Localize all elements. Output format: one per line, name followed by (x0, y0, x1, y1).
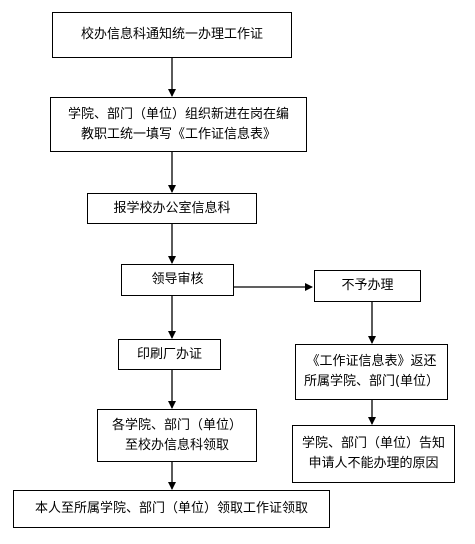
step-final-receive-text: 本人至所属学院、部门（单位）领取工作证领取 (34, 501, 308, 516)
step-collect-card-line2: 至校办信息科领取 (124, 437, 229, 453)
step-notify-text: 校办信息科通知统一办理工作证 (80, 27, 263, 42)
step-report-office-text: 报学校办公室信息科 (113, 200, 231, 216)
step-leader-review-text: 领导审核 (151, 272, 204, 287)
step-collect-card: 各学院、部门（单位） 至校办信息科领取 (97, 409, 257, 462)
reject-return-form-line1: 《工作证信息表》返还 (306, 354, 437, 369)
step-notify: 校办信息科通知统一办理工作证 (52, 12, 292, 58)
reject-return-form-line2: 所属学院、部门(单位） (303, 374, 440, 389)
step-collect-card-line1: 各学院、部门（单位） (111, 417, 242, 433)
step-fill-form-line2: 教职工统一填写《工作证信息表》 (80, 126, 276, 142)
step-fill-form-line1: 学院、部门（单位）组织新进在岗在编 (67, 106, 289, 122)
reject-inform-reason-line1: 学院、部门（单位）告知 (301, 436, 445, 451)
step-fill-form: 学院、部门（单位）组织新进在岗在编 教职工统一填写《工作证信息表》 (50, 97, 307, 152)
reject-no-process: 不予办理 (314, 270, 421, 302)
step-print-card-text: 印刷厂办证 (136, 346, 202, 362)
step-final-receive: 本人至所属学院、部门（单位）领取工作证领取 (13, 490, 330, 528)
reject-return-form: 《工作证信息表》返还 所属学院、部门(单位） (295, 344, 448, 400)
reject-no-process-text: 不予办理 (341, 278, 394, 293)
step-leader-review: 领导审核 (121, 264, 234, 296)
reject-inform-reason-line2: 申请人不能办理的原因 (308, 456, 439, 471)
reject-inform-reason: 学院、部门（单位）告知 申请人不能办理的原因 (292, 425, 455, 483)
step-print-card: 印刷厂办证 (118, 339, 221, 370)
step-report-office: 报学校办公室信息科 (87, 193, 257, 224)
